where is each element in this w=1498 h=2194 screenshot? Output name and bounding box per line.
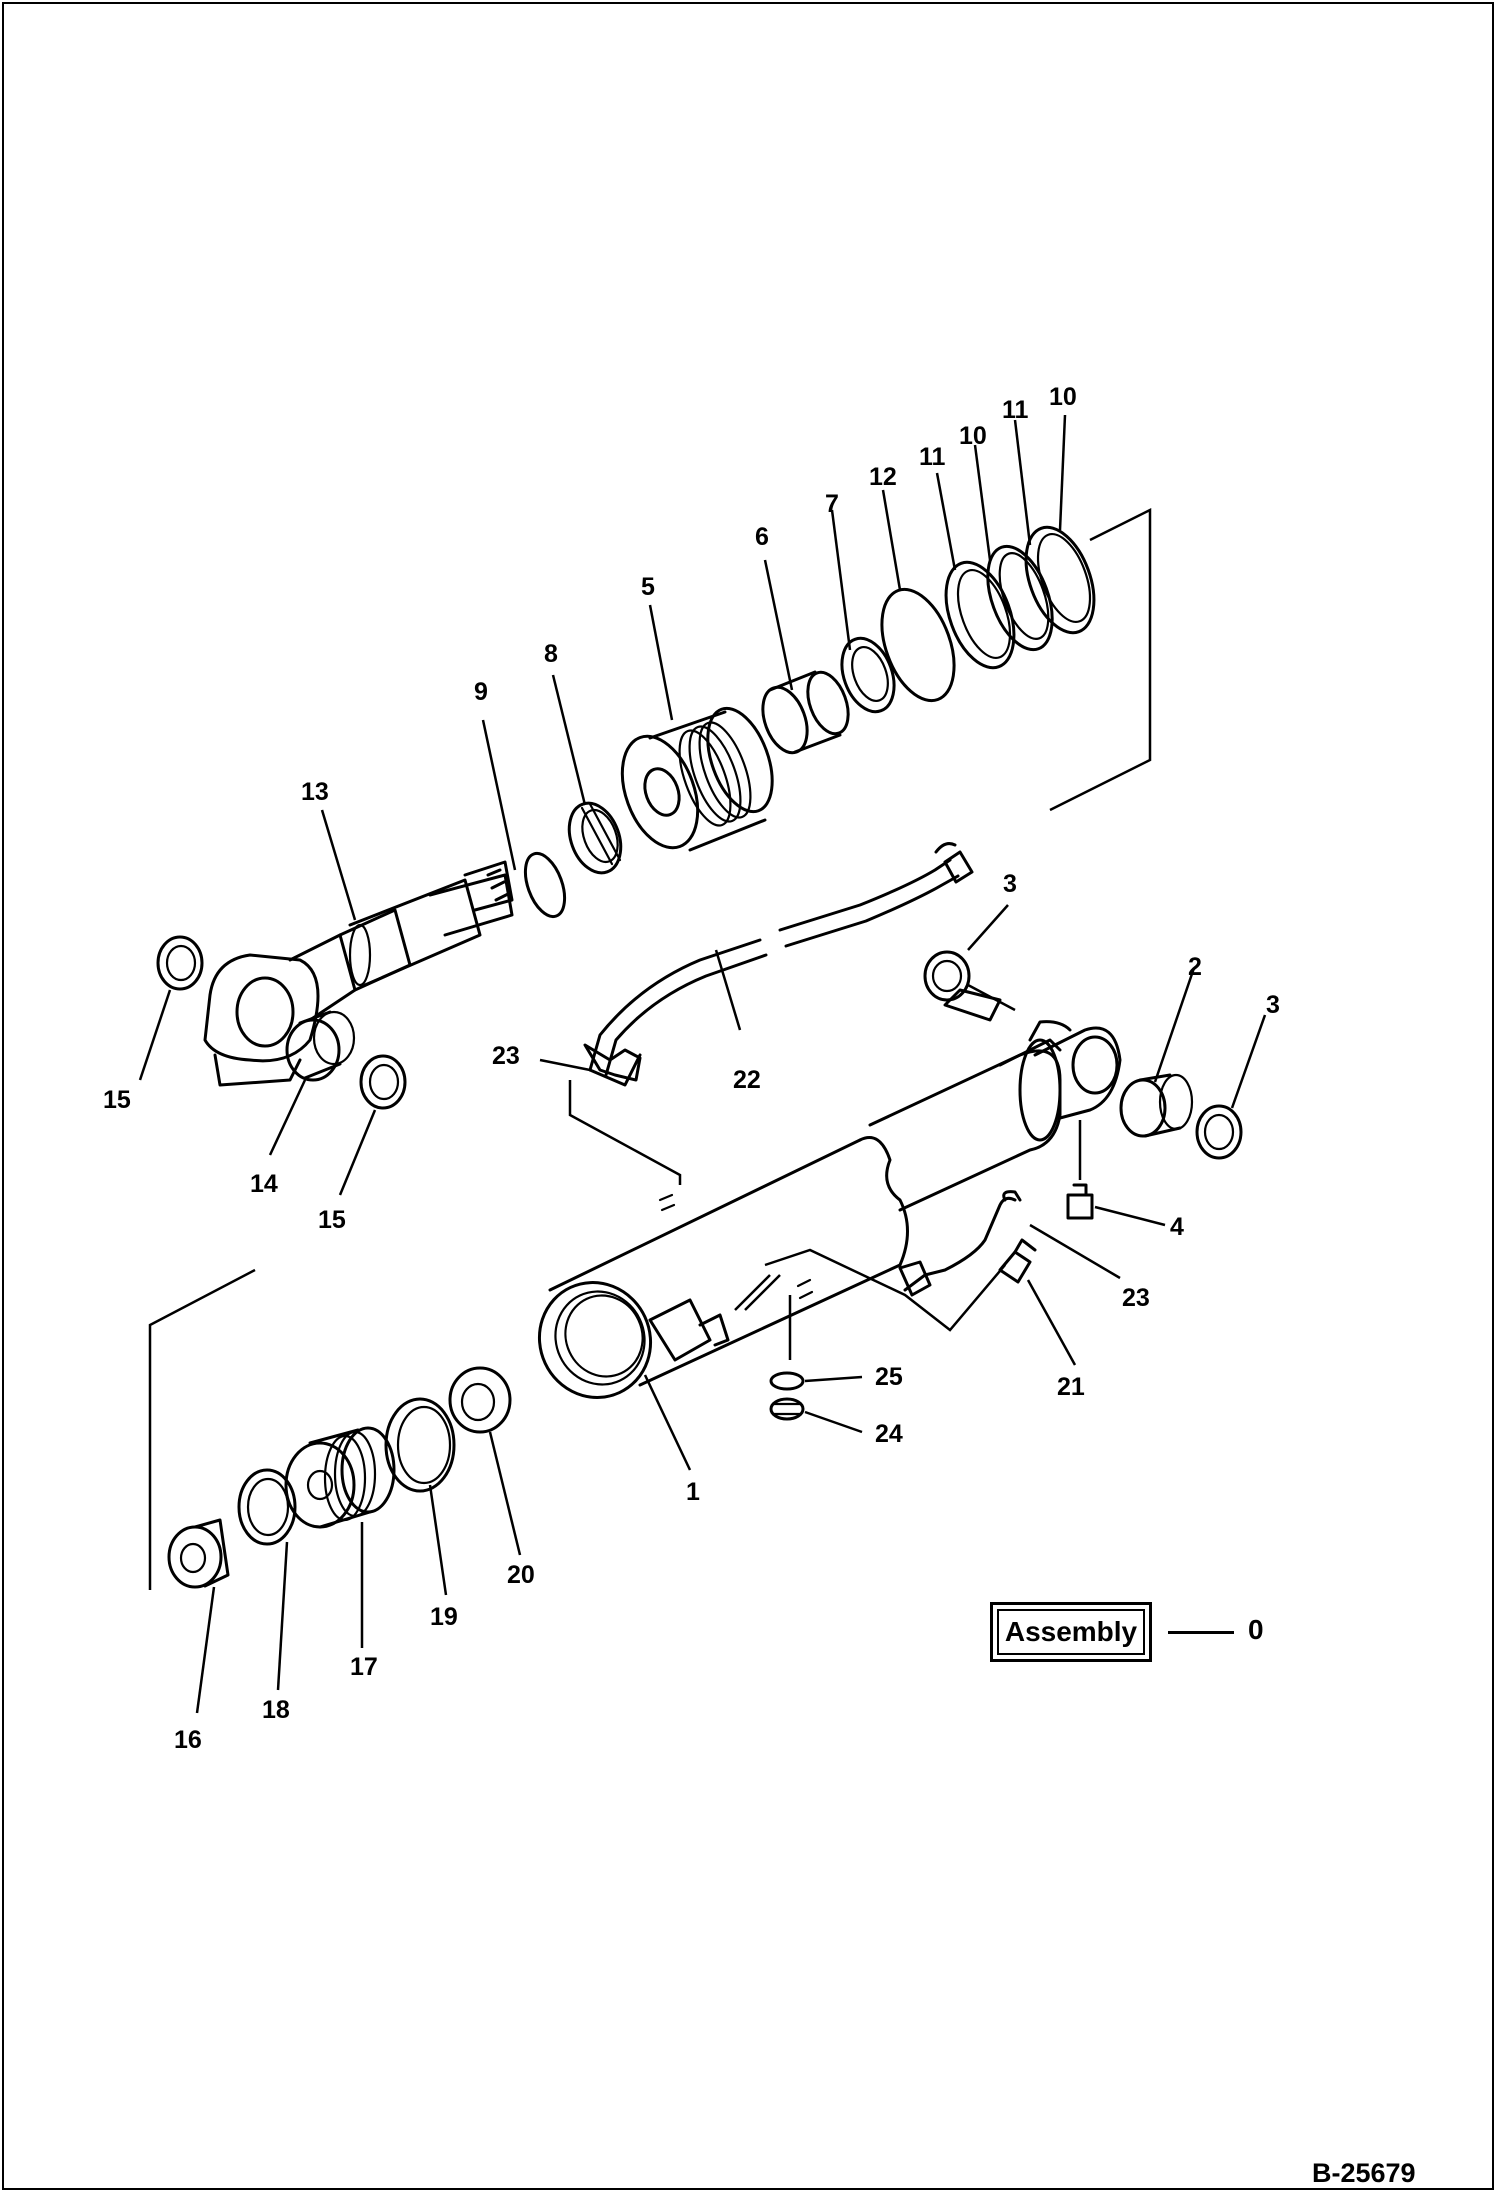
callout-10-left: 10 [959,422,987,450]
callout-3-upper: 3 [1003,870,1017,898]
assembly-label: Assembly [997,1609,1145,1655]
bracket-upper [1049,507,1152,812]
callout-7: 7 [825,490,839,518]
callout-22: 22 [733,1066,761,1094]
elbow-21 [998,1238,1037,1284]
callout-19: 19 [430,1603,458,1631]
callout-25: 25 [875,1363,903,1391]
clamp-23-upper [583,1043,642,1082]
callout-8: 8 [544,640,558,668]
assembly-number: 0 [1248,1614,1264,1645]
assembly-leader-line [1168,1631,1234,1634]
callout-10-right: 10 [1049,383,1077,411]
hose-22 [588,842,974,1087]
assembly-label-box: Assembly [990,1602,1152,1662]
callout-15-lower: 15 [318,1206,346,1234]
callout-2: 2 [1188,953,1202,981]
callout-11-left: 11 [919,443,946,471]
callout-17: 17 [350,1653,378,1681]
bushing-8 [567,801,623,875]
cylinder-tube-1 [537,988,1122,1399]
callout-6: 6 [755,523,769,551]
bushing-14 [285,1010,356,1082]
dust-seal-15-lower [359,1054,407,1110]
leader-lines [138,414,1267,1714]
bracket-lower [148,1268,256,1590]
collar-20 [448,1366,512,1434]
callout-23-upper: 23 [492,1042,520,1070]
callout-23-lower: 23 [1122,1284,1150,1312]
grease-fitting-4 [1066,1120,1094,1220]
drawing-code: B-25679 [1312,2158,1416,2188]
piston-17 [284,1426,396,1529]
callout-16: 16 [174,1726,202,1754]
piston-rod-13 [203,860,514,1087]
pipe-23-lower [898,1190,1022,1297]
wear-ring-18 [237,1468,297,1546]
rod-head-5 [620,706,774,852]
dust-seal-3-lower [1195,1104,1243,1160]
callout-5: 5 [641,573,655,601]
washer-25 [769,1371,805,1391]
callout-3-right: 3 [1266,991,1280,1019]
callout-4: 4 [1170,1213,1184,1241]
callout-12: 12 [869,463,897,491]
retaining-ring-9 [523,851,567,919]
bushing-6 [761,670,850,755]
callout-1: 1 [686,1478,700,1506]
o-ring-12 [880,587,956,703]
callout-9: 9 [474,678,488,706]
callout-18: 18 [262,1696,290,1724]
callout-11-right: 11 [1002,396,1029,424]
cushion-ring-19 [384,1397,456,1493]
callout-24: 24 [875,1420,903,1448]
dust-seal-3-upper [923,950,971,1002]
dust-seal-15-upper [156,935,204,991]
callout-labels: 1 2 3 3 4 5 6 7 8 9 10 10 11 11 12 13 14… [103,383,1280,1754]
callout-14: 14 [250,1170,278,1198]
nut-16 [167,1518,230,1589]
dust-seal-7 [840,636,896,714]
nut-24 [769,1397,805,1421]
seal-rings-10-11 [944,525,1096,670]
callout-13: 13 [301,778,329,806]
callout-15-left: 15 [103,1086,131,1114]
callout-20: 20 [507,1561,535,1589]
callout-21: 21 [1057,1373,1085,1401]
bushing-2 [1119,1073,1194,1138]
